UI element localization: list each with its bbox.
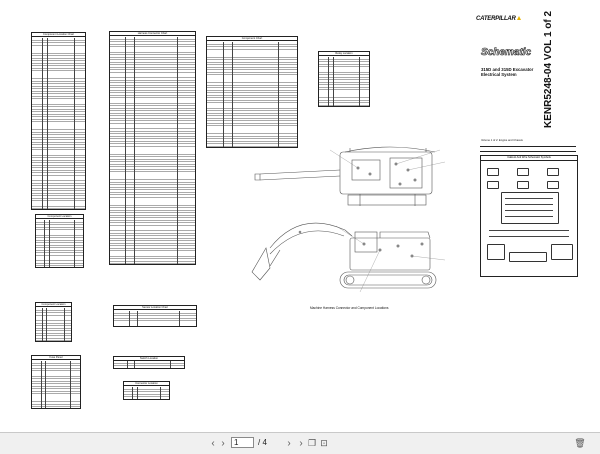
legend-symbol — [547, 181, 559, 189]
legend-symbol — [487, 181, 499, 189]
delete-icon: 🗑 — [574, 438, 586, 448]
part-strip — [480, 146, 576, 152]
component-table-small-1: Component Location — [35, 302, 72, 342]
page-total: / 4 — [258, 438, 267, 447]
form-number: KENR5248-04 VOL 1 of 2 — [543, 10, 554, 128]
copy-icon: ❐ — [307, 438, 317, 448]
table-header: Component Location — [36, 303, 71, 307]
component-table-small-4: Sensor Location Chart — [113, 305, 197, 327]
delete-button[interactable]: 🗑 — [574, 437, 586, 450]
legend-symbol — [517, 181, 529, 189]
chevron-right-icon: › — [287, 438, 291, 449]
legend-symbol — [517, 168, 529, 176]
table-header: Connector Location — [124, 382, 169, 386]
excavator-drawing — [251, 146, 446, 293]
table-rows — [32, 361, 80, 408]
prev-page-button[interactable]: ‹ — [206, 437, 220, 450]
legend-panel — [501, 192, 559, 224]
prev-page-icon: ‹ — [211, 438, 215, 449]
legend-symbol — [509, 252, 547, 262]
table-rows — [32, 38, 85, 209]
next-page-button-left[interactable]: › — [218, 437, 228, 450]
legend-symbol — [487, 244, 505, 260]
page-number-input[interactable]: 1 — [231, 437, 254, 448]
next-page-button[interactable]: › — [283, 437, 295, 450]
copy-button[interactable]: ❐ — [306, 437, 318, 450]
table-header: Fuse Panel — [32, 356, 80, 360]
legend-symbol — [487, 168, 499, 176]
legend-line — [489, 230, 569, 231]
table-rows — [36, 220, 83, 267]
component-table-4: Component Chart — [206, 36, 298, 148]
component-table-1: Component Location Chart — [31, 32, 86, 210]
volume-note: Volume 1 of 2: Engine and Chassis — [481, 139, 523, 142]
legend-line — [505, 204, 553, 205]
table-header: Relay Location — [319, 52, 369, 56]
component-table-2: Component Location — [35, 214, 84, 268]
component-table-small-2: Fuse Panel — [31, 355, 81, 409]
next-page-icon: › — [221, 438, 225, 449]
schematic-title: Schematic — [481, 47, 532, 59]
legend-line — [505, 216, 553, 217]
table-header: Component Location Chart — [32, 33, 85, 37]
component-table-small-3: Relay Location — [318, 51, 370, 107]
component-table-3: Harness Connector Chart — [109, 31, 196, 265]
schematic-page: Component Location Chart Component Locat… — [31, 10, 578, 409]
cat-logo: CATERPILLAR — [476, 16, 521, 22]
viewer-toolbar: ‹ › 1 / 4 › › ❐ ⊡ 🗑 — [0, 432, 600, 454]
legend-symbol — [547, 168, 559, 176]
table-header: Component Chart — [207, 37, 297, 41]
legend-header: Calloutt And Wire Schematic Symbols — [481, 156, 577, 161]
table-rows — [124, 387, 169, 399]
logo-triangle-icon — [516, 16, 521, 20]
table-header: Switch Location — [114, 357, 184, 361]
symbols-legend: Calloutt And Wire Schematic Symbols — [480, 155, 578, 277]
legend-line — [505, 210, 553, 211]
legend-line — [489, 236, 569, 237]
document-subtitle: 315D and 315D Excavator Electrical Syste… — [481, 67, 533, 77]
fit-page-icon: ⊡ — [320, 438, 328, 448]
table-rows — [114, 361, 184, 368]
component-table-small-6: Connector Location — [123, 381, 170, 400]
table-rows — [319, 57, 369, 106]
subtitle-line-1: 315D and 315D Excavator — [481, 67, 534, 72]
component-table-small-5: Switch Location — [113, 356, 185, 369]
table-header: Sensor Location Chart — [114, 306, 196, 310]
last-page-button[interactable]: › — [295, 437, 307, 450]
table-header: Component Location — [36, 215, 83, 219]
table-rows — [207, 42, 297, 147]
view-caption: Machine Harness Connector and Component … — [310, 306, 389, 310]
subtitle-line-2: Electrical System — [481, 72, 517, 77]
fit-page-button[interactable]: ⊡ — [318, 437, 330, 450]
last-page-icon: › — [299, 438, 303, 449]
table-rows — [36, 308, 71, 341]
legend-symbol — [551, 244, 573, 260]
table-rows — [114, 311, 196, 326]
table-rows — [110, 37, 195, 264]
brand-text: CATERPILLAR — [476, 16, 516, 22]
legend-line — [505, 198, 553, 199]
table-header: Harness Connector Chart — [110, 32, 195, 36]
